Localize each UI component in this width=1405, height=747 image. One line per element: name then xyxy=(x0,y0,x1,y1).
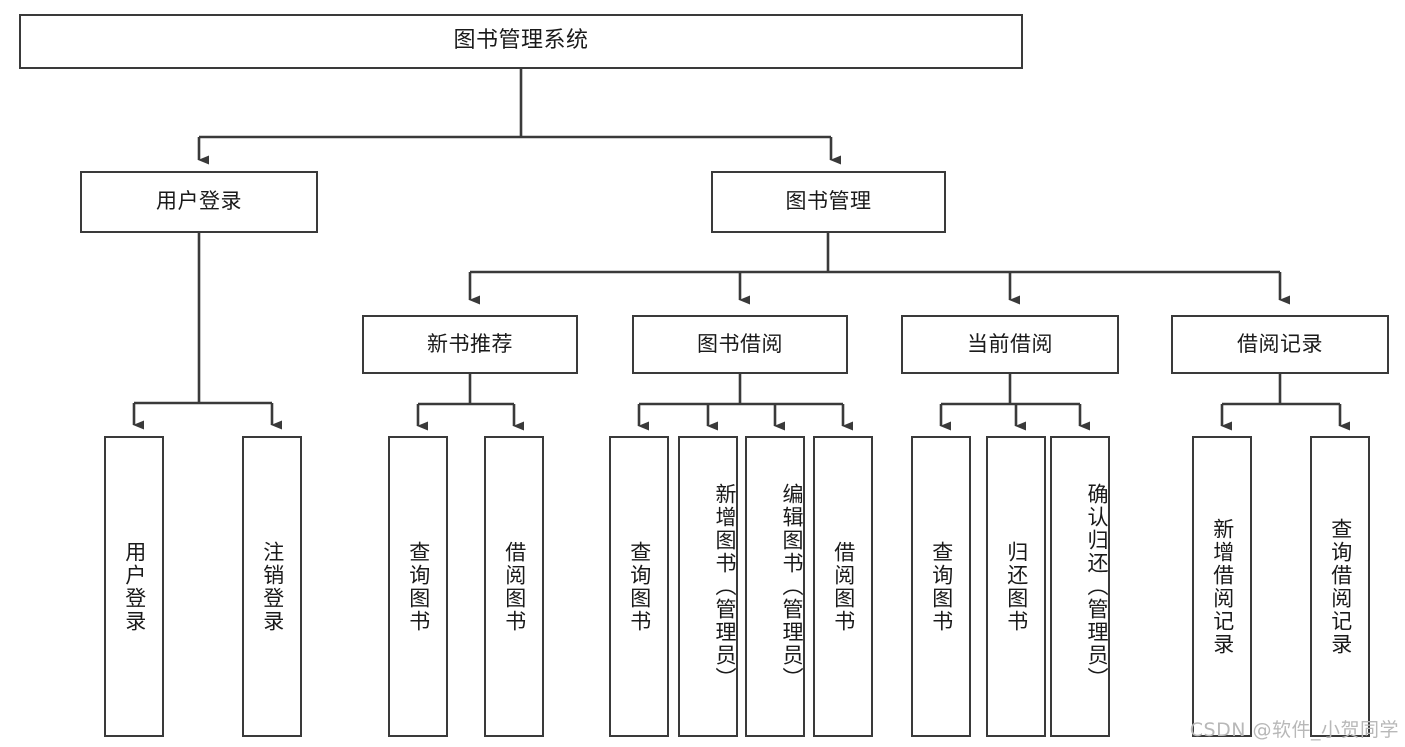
node-label: 图书借阅 xyxy=(697,331,783,356)
node-leaf-query-book-current[interactable]: 查询图书 xyxy=(911,436,971,737)
node-label: 借阅图书 xyxy=(502,540,527,633)
node-borrow-record[interactable]: 借阅记录 xyxy=(1171,315,1389,374)
node-label: 注销登录 xyxy=(260,540,285,633)
node-label: 借阅图书 xyxy=(831,540,856,633)
node-label: 新书推荐 xyxy=(427,331,513,356)
node-label: 新增图书（管理员） xyxy=(713,483,737,690)
node-leaf-query-borrow-record[interactable]: 查询借阅记录 xyxy=(1310,436,1370,737)
watermark-text: CSDN @软件_小贺同学 xyxy=(1189,719,1399,741)
node-label: 查询图书 xyxy=(627,540,652,633)
node-label: 图书管理系统 xyxy=(453,28,589,54)
node-label: 用户登录 xyxy=(122,540,147,633)
node-leaf-return-book[interactable]: 归还图书 xyxy=(986,436,1046,737)
node-label: 确认归还（管理员） xyxy=(1085,483,1109,690)
node-root-book-management-system[interactable]: 图书管理系统 xyxy=(19,14,1023,69)
node-leaf-borrow-book-recommend[interactable]: 借阅图书 xyxy=(484,436,544,737)
node-leaf-borrow-book[interactable]: 借阅图书 xyxy=(813,436,873,737)
node-label: 查询图书 xyxy=(929,540,954,633)
node-label: 归还图书 xyxy=(1004,540,1029,633)
node-leaf-add-book-admin[interactable]: 新增图书（管理员） xyxy=(678,436,738,737)
node-label: 图书管理 xyxy=(785,189,872,214)
node-leaf-add-borrow-record[interactable]: 新增借阅记录 xyxy=(1192,436,1252,737)
node-leaf-edit-book-admin[interactable]: 编辑图书（管理员） xyxy=(745,436,805,737)
node-leaf-query-book-borrow[interactable]: 查询图书 xyxy=(609,436,669,737)
node-user-login[interactable]: 用户登录 xyxy=(80,171,318,233)
node-leaf-user-login[interactable]: 用户登录 xyxy=(104,436,164,737)
node-label: 查询借阅记录 xyxy=(1328,517,1353,656)
node-label: 新增借阅记录 xyxy=(1210,517,1235,656)
node-leaf-query-book-recommend[interactable]: 查询图书 xyxy=(388,436,448,737)
node-label: 借阅记录 xyxy=(1237,331,1323,356)
node-current-borrow[interactable]: 当前借阅 xyxy=(901,315,1119,374)
node-leaf-user-logout[interactable]: 注销登录 xyxy=(242,436,302,737)
node-leaf-confirm-return-admin[interactable]: 确认归还（管理员） xyxy=(1050,436,1110,737)
node-label: 编辑图书（管理员） xyxy=(780,483,804,690)
node-label: 查询图书 xyxy=(406,540,431,633)
node-book-management[interactable]: 图书管理 xyxy=(711,171,946,233)
node-new-book-recommend[interactable]: 新书推荐 xyxy=(362,315,578,374)
node-book-borrow[interactable]: 图书借阅 xyxy=(632,315,848,374)
node-label: 当前借阅 xyxy=(967,331,1053,356)
node-label: 用户登录 xyxy=(156,189,242,214)
